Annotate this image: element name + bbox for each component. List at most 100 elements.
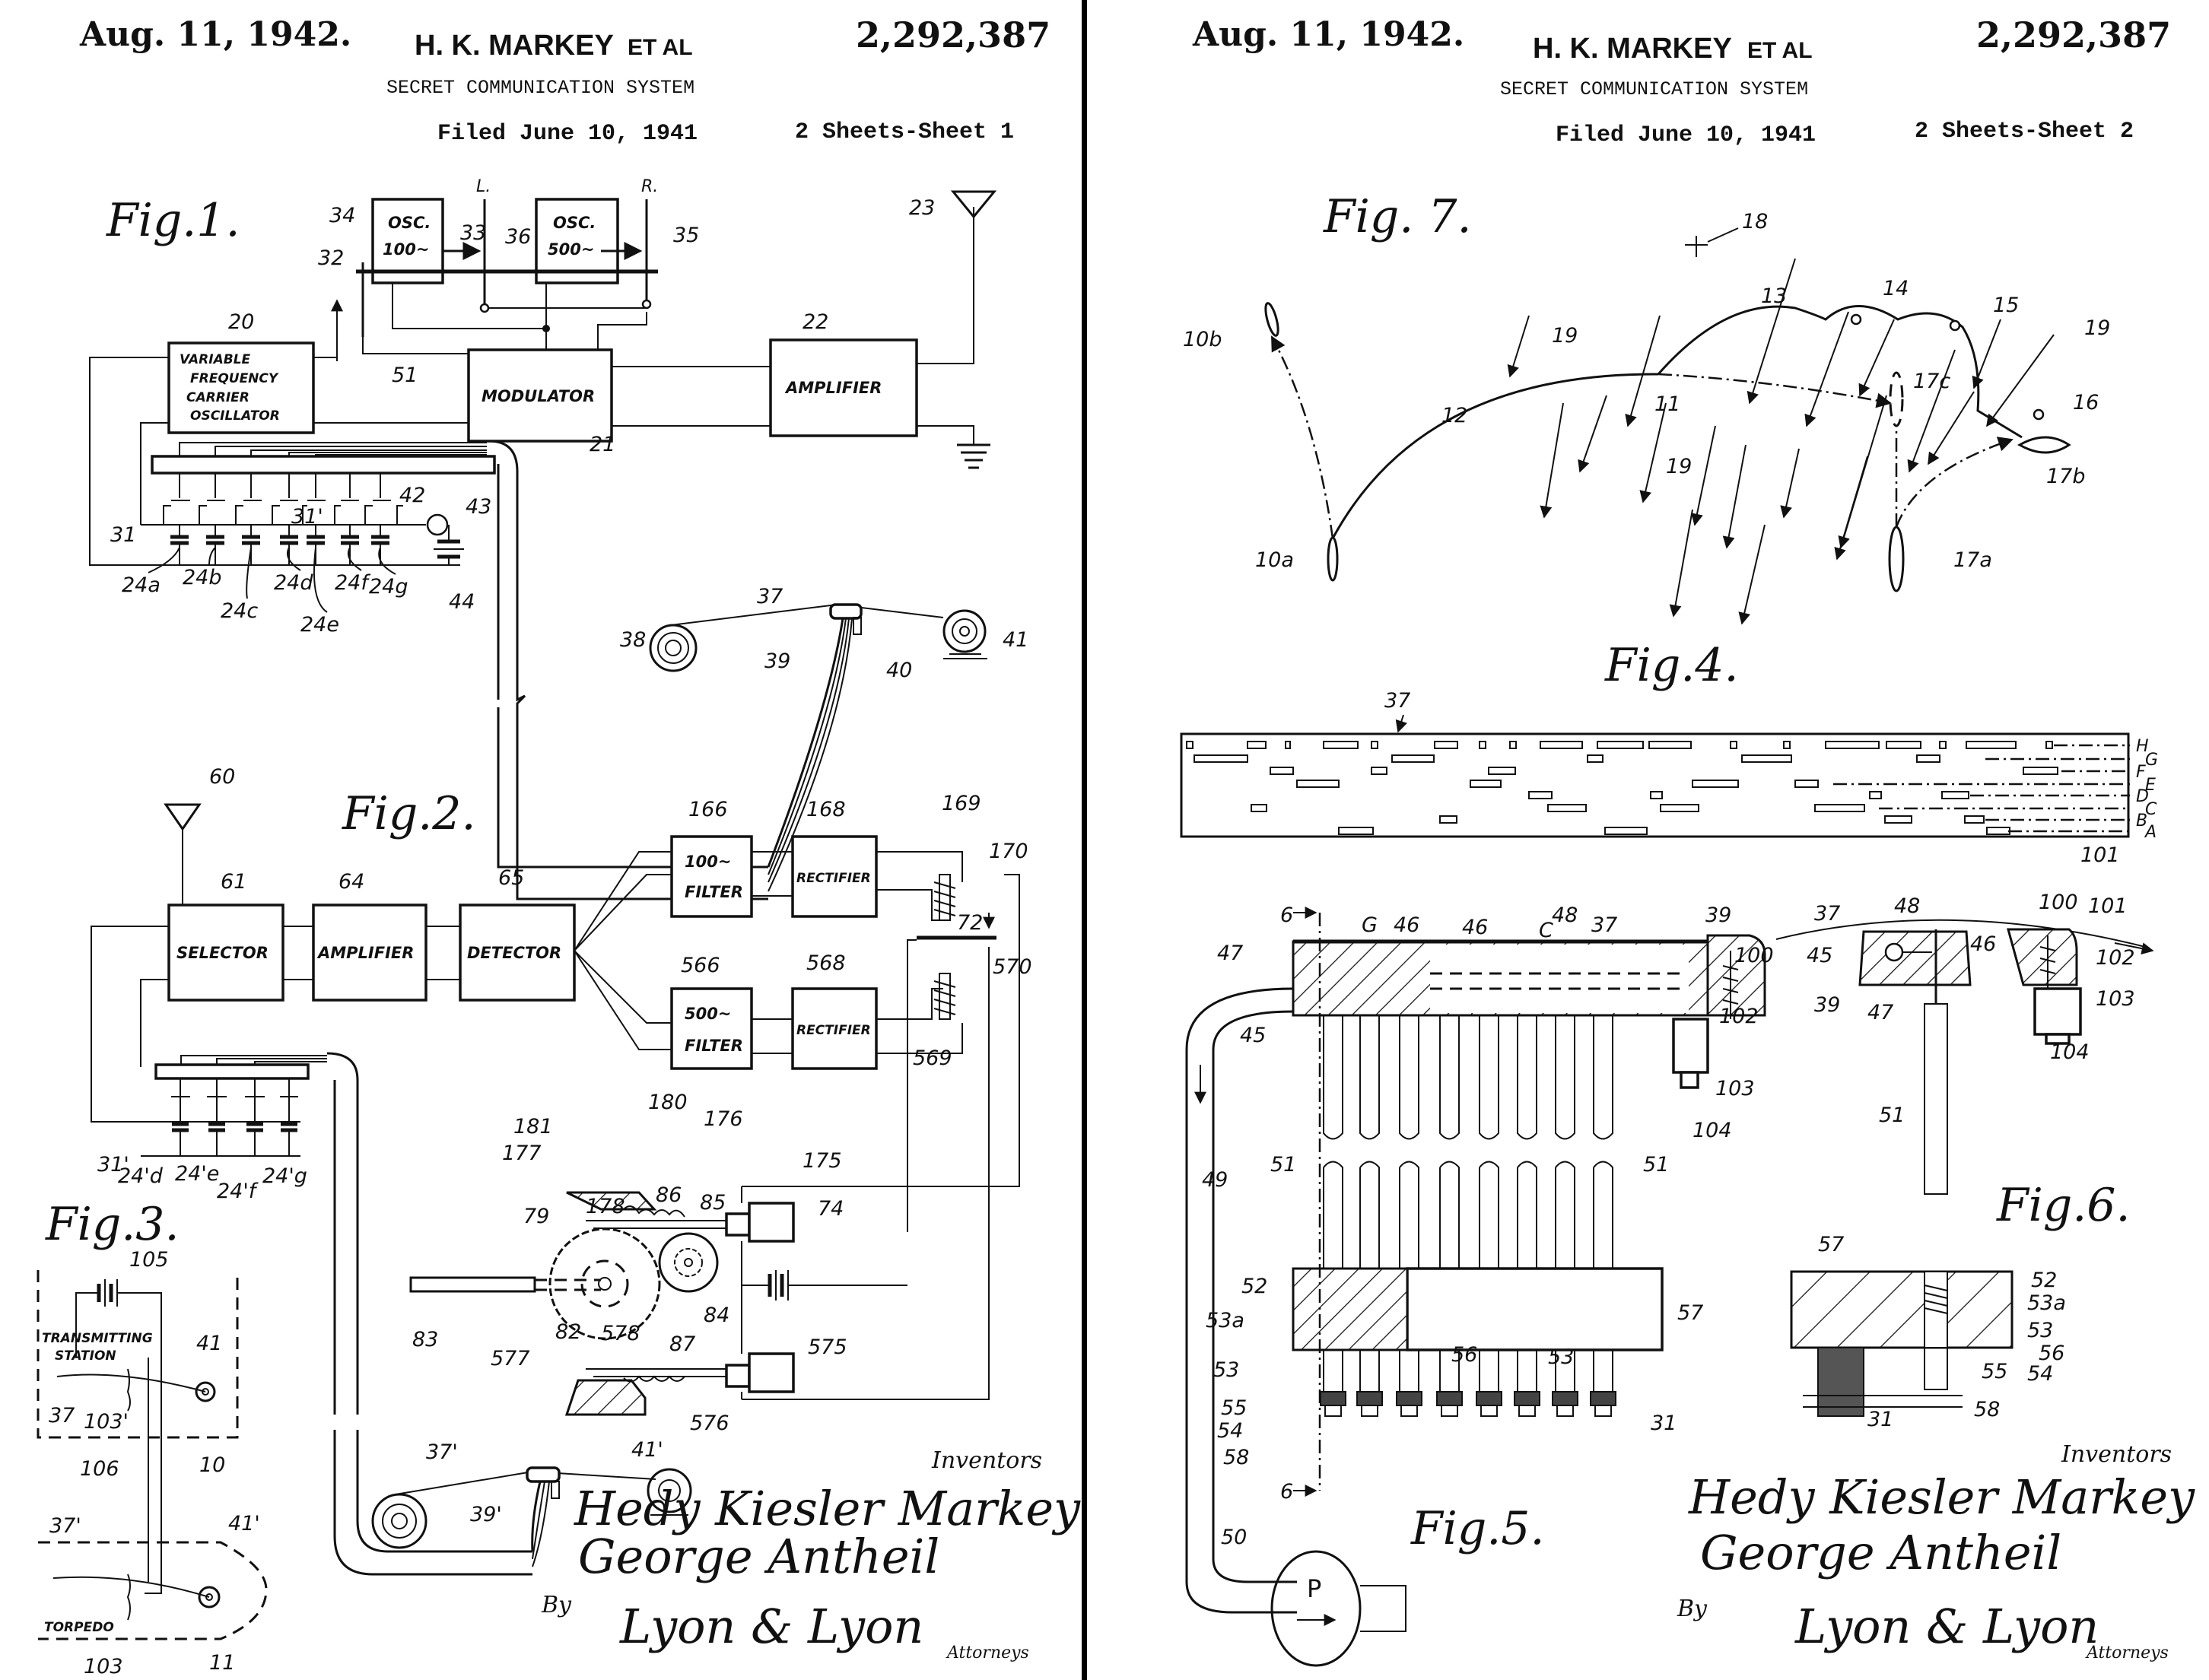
- filter-500-block: [670, 987, 753, 1070]
- interference-arrow: [1669, 509, 1693, 618]
- ref-53: 53: [1213, 1358, 1239, 1382]
- sheet-1-header: Aug. 11, 1942. H. K. MARKEY ET AL 2,292,…: [79, 14, 1050, 147]
- by-label: By: [541, 1592, 572, 1618]
- torpedo-boundary: [38, 1541, 268, 1640]
- inventor-2-signature: George Antheil: [578, 1529, 939, 1584]
- patent-title: SECRET COMMUNICATION SYSTEM: [1500, 78, 1808, 100]
- figure-4-title: Fig.4.: [1604, 639, 1739, 692]
- ratchet-wheel-79: [548, 1227, 661, 1340]
- ground-icon: [957, 443, 990, 469]
- ref-39: 39: [764, 649, 790, 673]
- ref-23: 23: [909, 196, 935, 220]
- oscillator-100-block: [371, 198, 444, 284]
- sheet-2-header: Aug. 11, 1942. H. K. MARKEY ET AL 2,292,…: [1192, 14, 2171, 148]
- filter-500-label-2: FILTER: [685, 1037, 743, 1055]
- interference-arrow: [1907, 349, 1956, 473]
- ref-37: 37: [49, 1404, 75, 1428]
- plunger-104: [2045, 1033, 2071, 1045]
- ref-46: 46: [1970, 932, 1996, 956]
- interference-arrow: [1625, 315, 1661, 427]
- ref-51: 51: [1879, 1104, 1905, 1127]
- figure-5-tape-reader-section: P 50 49 6 6 G 46 46 48 C 37 39 47 100 10: [1185, 904, 1774, 1667]
- ref-55: 55: [1982, 1360, 2007, 1383]
- contact-valves: [1320, 1349, 1616, 1417]
- pawl-block-181: [566, 1191, 657, 1211]
- attorneys-label: Attorneys: [946, 1643, 1029, 1663]
- ref-51: 51: [392, 364, 418, 387]
- ref-31-prime: 31': [97, 1153, 129, 1177]
- ref-56: 56: [2039, 1342, 2064, 1365]
- ref-104: 104: [2050, 1040, 2090, 1064]
- torpedo-path-13-16: [1657, 305, 2023, 439]
- air-tube-51: [1517, 1161, 1537, 1269]
- ref-12: 12: [1441, 404, 1467, 427]
- ref-101: 101: [2088, 894, 2128, 918]
- hose-inner: [333, 1080, 532, 1576]
- oscillator-500-block: [535, 198, 619, 284]
- ref-105: 105: [129, 1248, 169, 1272]
- ref-47: 47: [1217, 942, 1243, 965]
- track-label-E: E: [2145, 776, 2156, 795]
- capacitor-24a: 24a: [122, 525, 189, 597]
- ref-53a: 53a: [2027, 1291, 2066, 1315]
- tape-hole-H: [1186, 741, 1193, 749]
- tape-hole-H: [1783, 741, 1791, 749]
- ref-37: 37: [757, 585, 783, 608]
- transmitting-station-boundary: [37, 1270, 239, 1439]
- ref-104: 104: [1693, 1119, 1732, 1142]
- interference-arrow: [1722, 444, 1747, 549]
- ref-11: 11: [209, 1651, 235, 1675]
- oscillator-100-label-2: 100~: [383, 240, 429, 259]
- interference-arrow: [1747, 258, 1796, 405]
- signature-block-sheet-1: Inventors Hedy Kiesler Markey George Ant…: [541, 1447, 1081, 1663]
- track-label-F: F: [2136, 763, 2146, 782]
- air-tube-51: [1555, 1015, 1575, 1140]
- ref-39: 39: [1814, 993, 1840, 1017]
- ref-103: 103: [2096, 987, 2135, 1011]
- ref-10: 10: [199, 1453, 225, 1477]
- capacitor-24'e: 24'e: [175, 1095, 225, 1186]
- torpedo-label: TORPEDO: [44, 1620, 114, 1635]
- ref-24a: 24a: [122, 573, 161, 597]
- tape-hole-H: [2045, 741, 2053, 749]
- track-label-G: G: [2145, 751, 2158, 770]
- modulator-block: [467, 348, 613, 443]
- ref-34: 34: [329, 204, 355, 227]
- valve-stem-53: [1359, 1349, 1380, 1393]
- ref-10a: 10a: [1255, 548, 1294, 572]
- ref-24'g: 24'g: [262, 1164, 307, 1188]
- capacitor-24c: 24c: [221, 525, 260, 623]
- ref-45: 45: [1240, 1024, 1266, 1047]
- ref-24d: 24d: [274, 571, 313, 595]
- ref-575: 575: [808, 1335, 847, 1359]
- tape-hole-C: [1547, 804, 1587, 812]
- contact-54: [1514, 1391, 1540, 1406]
- ref-53: 53: [1548, 1345, 1574, 1369]
- ref-33: 33: [460, 221, 486, 245]
- air-tube-51: [1439, 1161, 1460, 1269]
- patent-title: SECRET COMMUNICATION SYSTEM: [386, 77, 694, 99]
- figure-3-title: Fig.3.: [45, 1198, 180, 1251]
- ref-103: 103: [84, 1655, 123, 1678]
- terminal-58: [1556, 1405, 1574, 1417]
- contact-54: [1396, 1391, 1422, 1406]
- valve-block-57: [1790, 1270, 2014, 1349]
- tape-hole-H: [1371, 741, 1378, 749]
- ref-24'f: 24'f: [217, 1180, 259, 1203]
- inventor-1-signature: Hedy Kiesler Markey: [574, 1481, 1081, 1536]
- inventor-1-signature: Hedy Kiesler Markey: [1688, 1469, 2195, 1525]
- capacitor-24'g: 24'g: [262, 1095, 307, 1188]
- filed-date: Filed June 10, 1941: [1556, 122, 1816, 148]
- tape-hole-B: [1964, 815, 1985, 824]
- terminal-58: [1400, 1405, 1418, 1417]
- inventor-name: H. K. MARKEY: [415, 30, 614, 62]
- ref-48: 48: [1894, 894, 1920, 918]
- signature-block-sheet-2: Inventors Hedy Kiesler Markey George Ant…: [1677, 1441, 2195, 1663]
- tape-perforations: [1186, 741, 2058, 835]
- solenoid-175: [748, 1202, 795, 1243]
- battery-105-icon: [75, 1279, 162, 1594]
- transmitting-station-label-1: TRANSMITTING: [42, 1331, 153, 1346]
- aircraft-icon: [1685, 236, 1708, 257]
